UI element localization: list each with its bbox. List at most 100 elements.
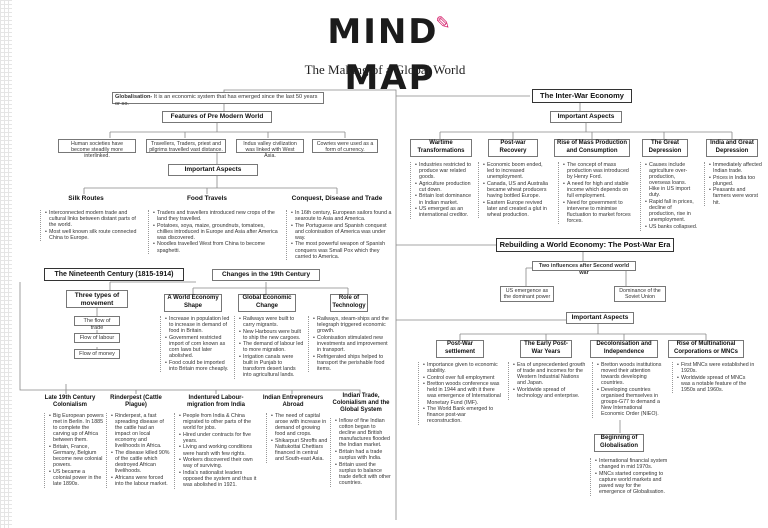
list-item: Africans were forced into the labour mar… xyxy=(111,475,170,487)
inter-war-points: Causes include agriculture over-producti… xyxy=(640,162,698,231)
list-item: Living and working conditions were harsh… xyxy=(179,444,260,456)
nineteenth-century-heading: The Nineteenth Century (1815-1914) xyxy=(44,268,184,281)
post-war-points: Bretton woods institutions moved their a… xyxy=(592,362,662,418)
list-item: Britain, France, Germany, Belgium become… xyxy=(49,444,104,468)
mind-map-logo: MIND✎ MAP xyxy=(327,12,453,98)
list-item: Industries restricted to produce war rel… xyxy=(415,162,476,180)
list-item: Prices in India too plunged. xyxy=(709,175,762,187)
list-item: Canada, US and Australia became wheat pr… xyxy=(483,181,550,199)
list-item: Worldwide spread of technology and enter… xyxy=(513,387,586,399)
list-item: Rinderpest, a fast spreading disease of … xyxy=(111,413,170,450)
post-war-topic: The Early Post-War Years xyxy=(520,340,572,358)
aspect-points: In 16th century, European sailors found … xyxy=(286,210,394,261)
influence-item: Dominance of the Soviet Union xyxy=(614,286,666,302)
list-item: Agriculture production cut down. xyxy=(415,181,476,193)
list-item: Railways were built to carry migrants. xyxy=(239,316,304,328)
list-item: Peasants and farmers were worst hit. xyxy=(709,187,762,205)
list-item: Rapid fall in prices, decline of product… xyxy=(645,199,698,223)
list-item: Irrigation canals were built in Punjab t… xyxy=(239,354,304,378)
list-item: Colonisation stimulated new investments … xyxy=(313,335,392,353)
change-points: Increase in population led to increase i… xyxy=(160,316,234,373)
topic-title: Indian Entrepreneurs Abroad xyxy=(262,395,324,408)
topic-title: Indentured Labour-migration from India xyxy=(186,395,245,408)
list-item: First MNCs were established in 1920s. xyxy=(677,362,756,374)
list-item: The Portuguese and Spanish conquest and … xyxy=(291,223,394,241)
inter-war-points: Industries restricted to produce war rel… xyxy=(410,162,476,219)
inter-war-topic: India and Great Depression xyxy=(706,139,758,157)
post-war-topic: Post-War settlement xyxy=(436,340,484,358)
post-war-topic: Rise of Multinational Corporations or MN… xyxy=(668,340,744,358)
list-item: India's nationalist leaders opposed the … xyxy=(179,470,260,488)
change-title: Global Economic Change xyxy=(238,294,296,312)
list-item: US emerged as an international creditor. xyxy=(415,206,476,218)
list-item: Inflow of fine Indian cotton began to de… xyxy=(335,418,392,448)
aspect-title: Food Travels xyxy=(186,195,228,202)
inter-war-topic: Wartime Transformations xyxy=(410,139,472,157)
list-item: US banks collapsed. xyxy=(645,224,698,230)
aspect-title: Conquest, Disease and Trade xyxy=(291,195,383,202)
list-item: In 16th century, European sailors found … xyxy=(291,210,394,222)
inter-war-topic: Rise of Mass Production and Consumption xyxy=(554,139,630,157)
list-item: Bretton woods institutions moved their a… xyxy=(597,362,662,386)
list-item: Interconnected modern trade and cultural… xyxy=(45,210,140,228)
change-points: Railways were built to carry migrants. N… xyxy=(234,316,304,379)
list-item: Workers discovered their own way of surv… xyxy=(179,457,260,469)
aspect-points: Interconnected modern trade and cultural… xyxy=(40,210,140,242)
pre-modern-item: Travellers, Traders, priest and pilgrims… xyxy=(146,139,226,153)
list-item: Potatoes, soya, maize, groundnuts, tomat… xyxy=(153,223,278,241)
list-item: The World Bank emerged to finance post-w… xyxy=(423,406,502,424)
list-item: The concept of mass production was intro… xyxy=(563,162,634,180)
change-title: A World Economy Shape xyxy=(164,294,222,312)
flow-item: Flow of labour xyxy=(74,333,120,343)
topic-title: Rinderpest (Cattle Plague) xyxy=(110,395,162,408)
influences-heading: Two influences after Second world war xyxy=(532,261,636,276)
post-war-topic: Decolonisation and Independence xyxy=(590,340,658,358)
inter-war-topic: The Great Depression xyxy=(642,139,688,157)
pre-modern-item: Cowries were used as a form of currency. xyxy=(312,139,378,153)
list-item: Worldwide spread of MNCs was a notable f… xyxy=(677,375,756,393)
list-item: Hired under contracts for five years. xyxy=(179,432,260,444)
list-item: Causes include agriculture over-producti… xyxy=(645,162,698,199)
post-war-points: Importance given to economic stability. … xyxy=(418,362,502,425)
beginning-globalisation-points: International financial system changed i… xyxy=(590,458,668,496)
list-item: International financial system changed i… xyxy=(595,458,668,470)
list-item: The most powerful weapon of Spanish conq… xyxy=(291,241,394,259)
list-item: Developing countries organised themselve… xyxy=(597,387,662,417)
aspect-title: Silk Routes xyxy=(68,195,104,202)
topic-title: Indian Trade, Colonialism and the Global… xyxy=(332,393,390,413)
list-item: Era of unprecedented growth of trade and… xyxy=(513,362,586,386)
topic-points: People from India & China migrated to ot… xyxy=(174,413,260,489)
flow-item: The flow of trade xyxy=(74,316,120,331)
change-title: Role of Technology xyxy=(330,294,368,312)
list-item: Traders and travellers introduced new cr… xyxy=(153,210,278,222)
pre-modern-item: Indus valley civilization was linked wit… xyxy=(236,139,304,159)
list-item: Shikarpuri Shroffs and Nattukottai Chett… xyxy=(271,438,328,462)
list-item: Bretton woods conference was held in 194… xyxy=(423,381,502,405)
inter-war-heading: The Inter-War Economy xyxy=(532,89,632,103)
page-title: The Making of a Global World xyxy=(304,62,466,77)
list-item: Importance given to economic stability. xyxy=(423,362,502,374)
topic-points: The need of capital arose with increase … xyxy=(266,413,328,463)
list-item: The demand of labour led to more migrati… xyxy=(239,341,304,353)
list-item: Britain had a trade surplus with India. xyxy=(335,449,392,461)
list-item: US became a colonial power in the late 1… xyxy=(49,469,104,487)
list-item: The need of capital arose with increase … xyxy=(271,413,328,437)
list-item: Economic boom ended, led to increased un… xyxy=(483,162,550,180)
inter-war-aspects-heading: Important Aspects xyxy=(550,111,622,123)
list-item: Increase in population led to increase i… xyxy=(165,316,234,334)
list-item: Refrigerated ships helped to transport t… xyxy=(313,354,392,372)
changes-heading: Changes in the 19th Century xyxy=(212,269,320,281)
inter-war-topic: Post-war Recovery xyxy=(488,139,538,157)
list-item: Government restricted import of corn kno… xyxy=(165,335,234,359)
influence-item: US emergence as the dominant power xyxy=(500,286,554,302)
pencil-icon: ✎ xyxy=(435,13,453,34)
inter-war-points: Economic boom ended, led to increased un… xyxy=(478,162,550,219)
topic-points: Rinderpest, a fast spreading disease of … xyxy=(106,413,170,488)
topic-points: Inflow of fine Indian cotton began to de… xyxy=(330,418,392,487)
pre-modern-item: Human societies have become steadily mor… xyxy=(58,139,136,159)
topic-title: Late 19th Century Colonialism xyxy=(44,395,96,408)
aspect-points: Traders and travellers introduced new cr… xyxy=(148,210,278,255)
list-item: Eastern Europe revived later and created… xyxy=(483,200,550,218)
list-item: Immediately affected Indian trade. xyxy=(709,162,762,174)
list-item: Britain lost dominance in Indian market. xyxy=(415,193,476,205)
